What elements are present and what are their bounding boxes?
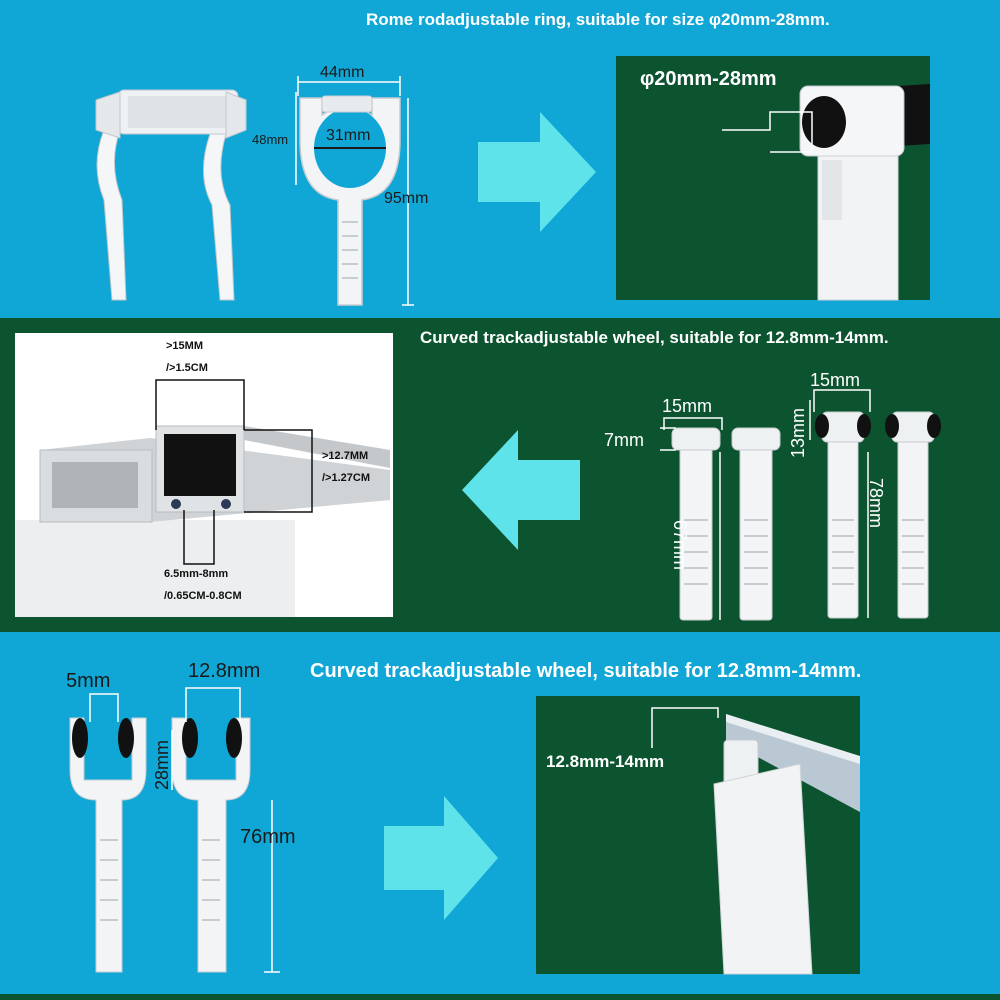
wheel-width-label: 12.8mm [188, 660, 261, 682]
wheel-glider-photo [536, 696, 860, 975]
rome-ring-part-front [299, 95, 401, 306]
glider-dimension-lines [660, 389, 871, 620]
arrow-right-icon [384, 796, 498, 920]
glider-a-width-label: 15mm [662, 396, 713, 416]
rome-ring-part-perspective [95, 89, 247, 301]
rome-dimension-lines [297, 76, 414, 306]
wheel-photo-label: 12.8mm-14mm [546, 752, 665, 771]
track-dimension-lines [155, 379, 313, 565]
track-top-mm-label: >15MM [166, 340, 203, 352]
arrow-left-icon [462, 430, 580, 550]
rome-inner-label: 31mm [326, 127, 371, 144]
wheel-height-label: 28mm [152, 739, 172, 790]
glider-b-width-label: 15mm [810, 370, 861, 390]
glider-a-gap-label: 7mm [604, 430, 644, 450]
curved-bot-heading: Curved trackadjustable wheel, suitable f… [310, 660, 862, 682]
rome-photo [616, 56, 930, 301]
track-side-mm-label: >12.7MM [322, 450, 369, 462]
track-side-cm-label: />1.27CM [322, 472, 370, 484]
glider-a-parts [671, 427, 781, 621]
rome-heading: Rome rodadjustable ring, suitable for si… [366, 10, 830, 29]
arrow-right-icon [478, 112, 596, 232]
track-bottom-cm-label: /0.65CM-0.8CM [164, 590, 242, 602]
bottom-strip [0, 994, 1000, 1000]
rome-photo-label: φ20mm-28mm [640, 68, 777, 90]
wheel-dimension-lines [89, 687, 280, 973]
rome-height-label: 48mm [252, 132, 289, 147]
rome-width-label: 44mm [320, 64, 365, 81]
track-top-cm-label: />1.5CM [166, 362, 208, 374]
wheel-glider-parts [69, 717, 251, 973]
track-bottom-mm-label: 6.5mm-8mm [164, 568, 229, 580]
curved-mid-heading: Curved trackadjustable wheel, suitable f… [420, 328, 889, 347]
wheel-gap-label: 5mm [66, 670, 111, 692]
wheel-length-label: 76mm [240, 826, 296, 848]
glider-b-parts [815, 411, 941, 619]
rome-length-label: 95mm [384, 190, 429, 207]
